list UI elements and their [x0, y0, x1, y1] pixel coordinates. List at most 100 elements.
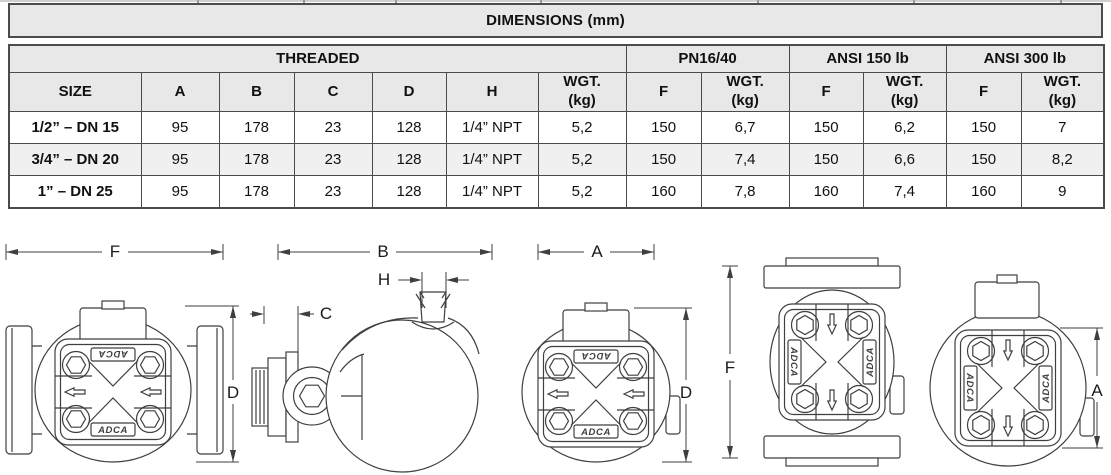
dimension-B: B: [277, 242, 493, 261]
table-cell: 7: [1020, 111, 1105, 144]
drawing-vertical-flanged: F: [722, 257, 905, 467]
table-cell: 150: [625, 143, 702, 176]
row-size-label: 1” – DN 25: [8, 175, 142, 209]
dim-label-f: F: [110, 242, 120, 261]
table-title: DIMENSIONS (mm): [486, 12, 625, 29]
column-header-a: A: [140, 72, 220, 112]
flange-bottom: [763, 435, 901, 467]
dim-label-d: D: [680, 383, 692, 402]
table-cell: 6,2: [862, 111, 947, 144]
crop-artifact-line: [0, 0, 1111, 2]
column-header-b: B: [218, 72, 295, 112]
column-header-wgt: WGT. (kg): [862, 72, 947, 112]
column-header-d: D: [371, 72, 447, 112]
dimension-F: F: [722, 265, 738, 459]
crop-artifact-tick: [197, 0, 199, 3]
crop-artifact-tick: [303, 0, 305, 3]
table-cell: 7,4: [700, 143, 790, 176]
table-cell: 95: [140, 175, 220, 209]
dim-label-b: B: [377, 242, 388, 261]
table-cell: 95: [140, 111, 220, 144]
dim-label-a: A: [1091, 381, 1103, 400]
table-cell: 9: [1020, 175, 1105, 209]
table-cell: 150: [788, 111, 864, 144]
cover-edge: [339, 353, 365, 440]
face-plate: [778, 303, 886, 421]
drawing-side-view: B H C: [250, 242, 493, 473]
column-header-h: H: [445, 72, 539, 112]
cap-nub: [996, 274, 1018, 284]
column-header-row: SIZE A B C D H WGT. (kg) F WGT. (kg) F W…: [8, 72, 1105, 112]
dimension-A: A: [1060, 327, 1103, 449]
table-cell: 128: [371, 143, 447, 176]
drawing-vertical-threaded: A: [929, 274, 1103, 467]
drawing-front-view-threaded: A D: [521, 242, 692, 463]
table-cell: 7,8: [700, 175, 790, 209]
body-hump: [341, 317, 480, 355]
dimension-D: D: [634, 307, 692, 463]
dim-label-h: H: [378, 270, 390, 289]
table-cell: 160: [788, 175, 864, 209]
column-header-f: F: [625, 72, 702, 112]
table-cell: 23: [293, 175, 373, 209]
column-header-f: F: [945, 72, 1022, 112]
valve-body: [325, 319, 479, 473]
table-cell: 160: [945, 175, 1022, 209]
cap-nub: [584, 302, 608, 312]
table-cell: 128: [371, 111, 447, 144]
flange-right: [196, 325, 224, 455]
crop-artifact-tick: [757, 0, 759, 3]
table-cell: 160: [625, 175, 702, 209]
table-cell: 5,2: [537, 175, 627, 209]
dimensions-table: THREADED PN16/40 ANSI 150 lb ANSI 300 lb…: [8, 44, 1106, 209]
table-cell: 1/4” NPT: [445, 111, 539, 144]
dimension-C: C: [250, 304, 332, 368]
face-plate: [537, 340, 655, 448]
group-header-ansi150: ANSI 150 lb: [788, 44, 947, 73]
column-header-wgt: WGT. (kg): [1020, 72, 1105, 112]
dim-label-c: C: [320, 304, 332, 323]
column-header-f: F: [788, 72, 864, 112]
table-cell: 7,4: [862, 175, 947, 209]
table-cell: 6,6: [862, 143, 947, 176]
dimension-F: F: [5, 242, 224, 261]
table-title-bar: DIMENSIONS (mm): [8, 3, 1103, 38]
flange-left: [5, 325, 33, 455]
table-cell: 95: [140, 143, 220, 176]
crop-artifact-tick: [1060, 0, 1062, 3]
table-cell: 150: [945, 111, 1022, 144]
table-cell: 128: [371, 175, 447, 209]
flange-top: [763, 257, 901, 289]
table-cell: 1/4” NPT: [445, 143, 539, 176]
column-header-wgt: WGT. (kg): [700, 72, 790, 112]
dim-label-a: A: [591, 242, 603, 261]
table-cell: 8,2: [1020, 143, 1105, 176]
crop-artifact-tick: [395, 0, 397, 3]
crop-artifact-tick: [540, 0, 542, 3]
table-cell: 23: [293, 111, 373, 144]
dimension-D: D: [185, 305, 239, 463]
drawing-front-view-flanged: F D: [5, 242, 239, 463]
table-cell: 178: [218, 143, 295, 176]
face-plate: [954, 329, 1062, 447]
row-size-label: 3/4” – DN 20: [8, 143, 142, 176]
dimension-H: H: [378, 270, 469, 308]
column-header-size: SIZE: [8, 72, 142, 112]
column-header-c: C: [293, 72, 373, 112]
top-cap: [974, 281, 1040, 319]
group-header-pn1640: PN16/40: [625, 44, 790, 73]
dim-label-d: D: [227, 383, 239, 402]
table-cell: 150: [625, 111, 702, 144]
table-cell: 150: [788, 143, 864, 176]
table-cell: 23: [293, 143, 373, 176]
dimension-A: A: [537, 242, 655, 261]
table-cell: 1/4” NPT: [445, 175, 539, 209]
row-size-label: 1/2” – DN 15: [8, 111, 142, 144]
cap-nub: [101, 300, 125, 310]
table-cell: 6,7: [700, 111, 790, 144]
crop-artifact-tick: [913, 0, 915, 3]
table-row: 3/4” – DN 20 95 178 23 128 1/4” NPT 5,2 …: [8, 143, 1105, 176]
group-header-threaded: THREADED: [8, 44, 627, 73]
table-cell: 178: [218, 111, 295, 144]
